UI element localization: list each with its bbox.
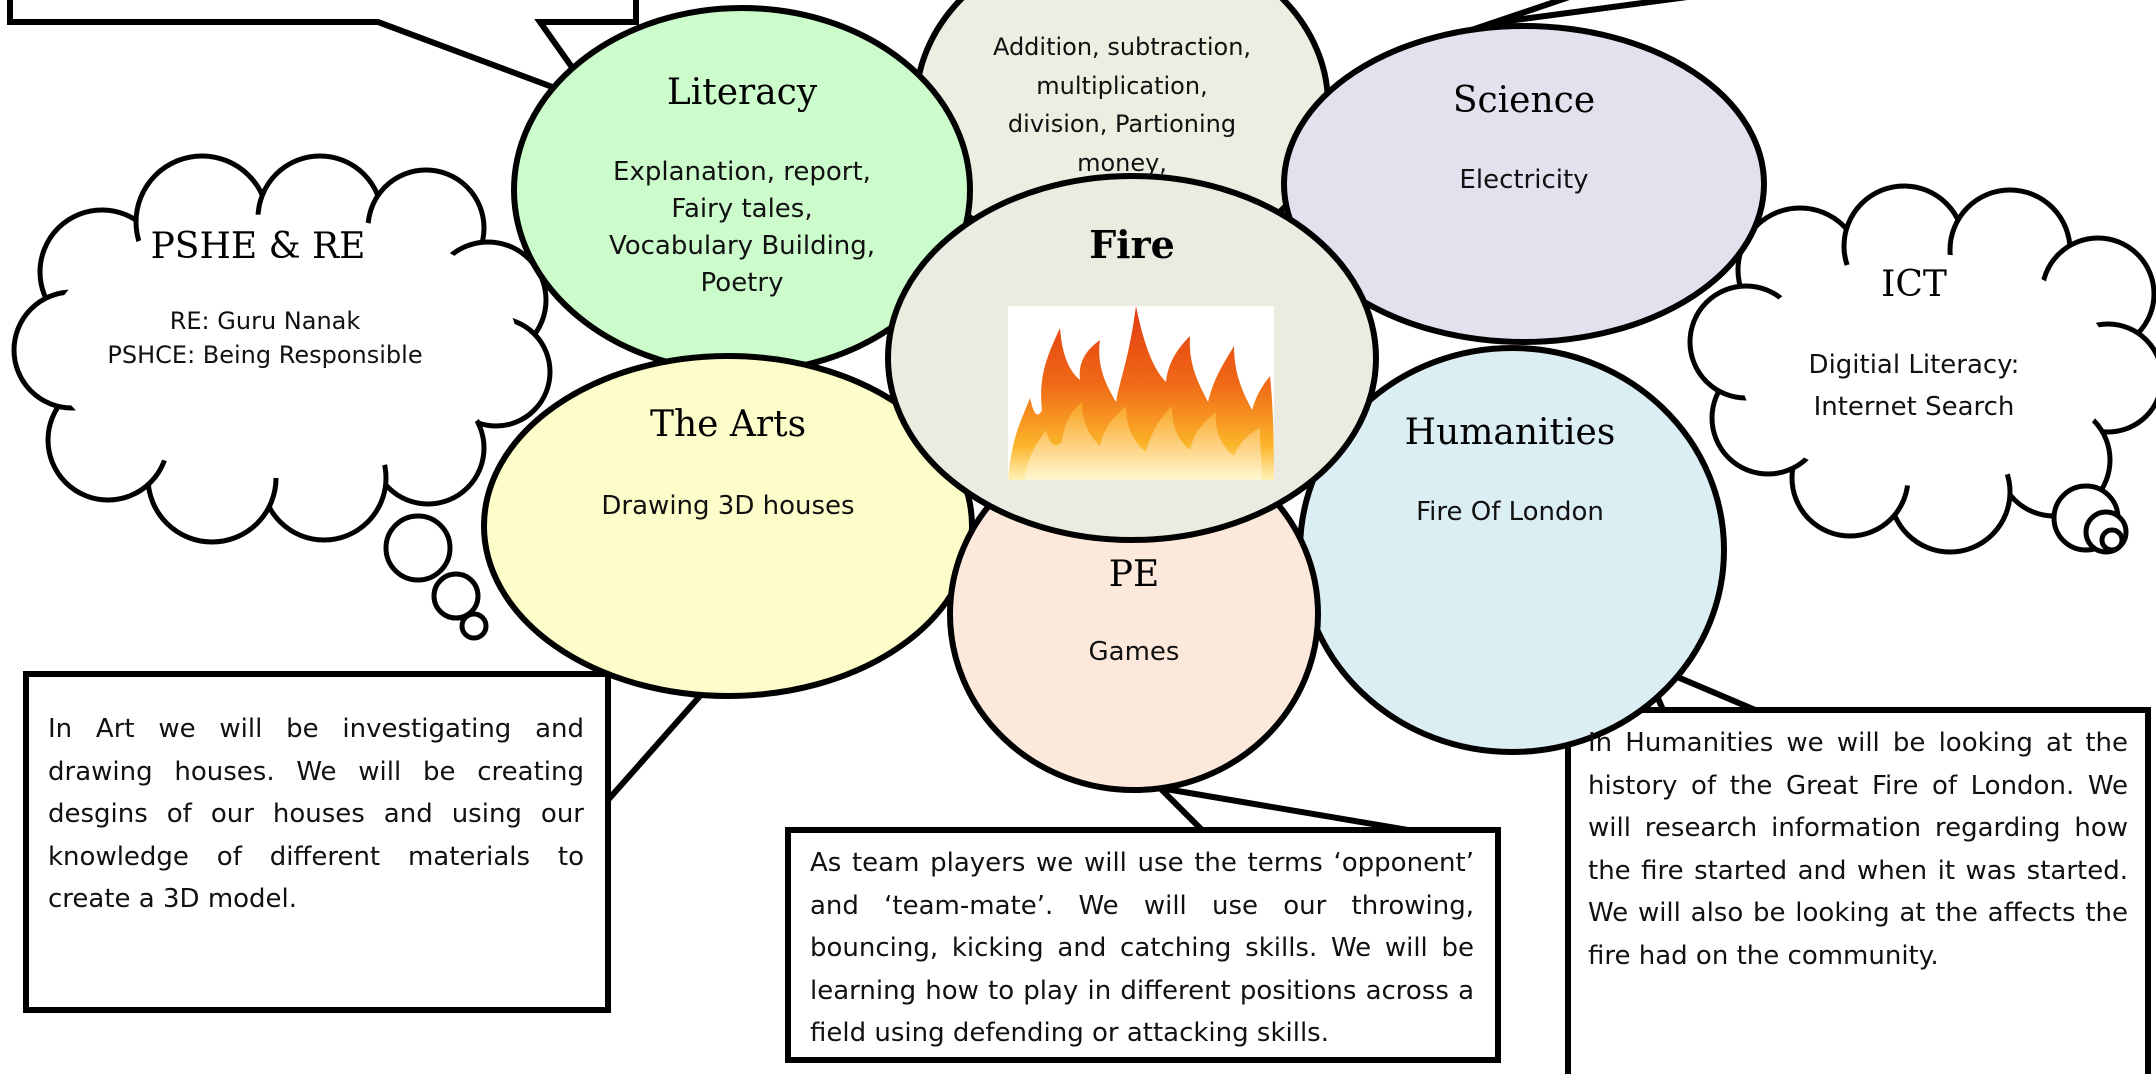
pshe-topics: RE: Guru Nanak PSHCE: Being Responsible bbox=[100, 304, 430, 372]
maths-topic: money, bbox=[1077, 148, 1167, 177]
maths-topics: Addition, subtraction, multiplication, d… bbox=[964, 28, 1280, 182]
pshe-title: PSHE & RE bbox=[150, 226, 366, 267]
humanities-note-text: In Humanities we will be looking at the … bbox=[1588, 728, 2128, 971]
center-title: Fire bbox=[1089, 222, 1175, 267]
fire-flames-image bbox=[1008, 306, 1274, 480]
humanities-title: Humanities bbox=[1404, 412, 1616, 453]
pe-topic: Games bbox=[1088, 637, 1180, 667]
literacy-topic: Explanation, report, bbox=[613, 157, 871, 187]
ict-topic: Digitial Literacy: bbox=[1808, 350, 2020, 380]
literacy-title: Literacy bbox=[666, 72, 818, 113]
ict-title: ICT bbox=[1881, 264, 1947, 305]
literacy-topic: Vocabulary Building, bbox=[608, 231, 876, 261]
pshe-topic: RE: Guru Nanak bbox=[169, 307, 361, 335]
ict-topic: Internet Search bbox=[1813, 392, 2015, 422]
art-note-box bbox=[23, 671, 611, 1013]
pe-callout-tail bbox=[1151, 783, 1421, 835]
maths-topic: multiplication, bbox=[1036, 71, 1208, 100]
pe-title: PE bbox=[1108, 554, 1160, 595]
top-left-callout bbox=[7, 0, 639, 111]
science-title: Science bbox=[1452, 80, 1596, 121]
humanities-topic: Fire Of London bbox=[1416, 497, 1604, 527]
science-ellipse bbox=[1281, 23, 1767, 345]
arts-title: The Arts bbox=[649, 404, 807, 445]
humanities-note-box bbox=[1565, 707, 2151, 1074]
maths-topic: Addition, subtraction, bbox=[992, 33, 1252, 61]
literacy-topics: Explanation, report, Fairy tales, Vocabu… bbox=[580, 154, 904, 302]
arts-topic: Drawing 3D houses bbox=[601, 491, 855, 521]
pshe-thought-cloud bbox=[11, 153, 553, 641]
literacy-topic: Poetry bbox=[700, 268, 784, 298]
pe-note-text: As team players we will use the terms ‘o… bbox=[810, 848, 1474, 1048]
ict-thought-cloud bbox=[1687, 183, 2156, 555]
ict-topics: Digitial Literacy: Internet Search bbox=[1780, 344, 2048, 428]
maths-topic: division, Partioning bbox=[1007, 110, 1237, 138]
pe-note-box bbox=[785, 827, 1501, 1063]
literacy-topic: Fairy tales, bbox=[671, 194, 813, 224]
science-topic: Electricity bbox=[1459, 165, 1589, 195]
pshe-topic: PSHCE: Being Responsible bbox=[107, 341, 423, 369]
art-note-text: In Art we will be investigating and draw… bbox=[48, 714, 584, 914]
